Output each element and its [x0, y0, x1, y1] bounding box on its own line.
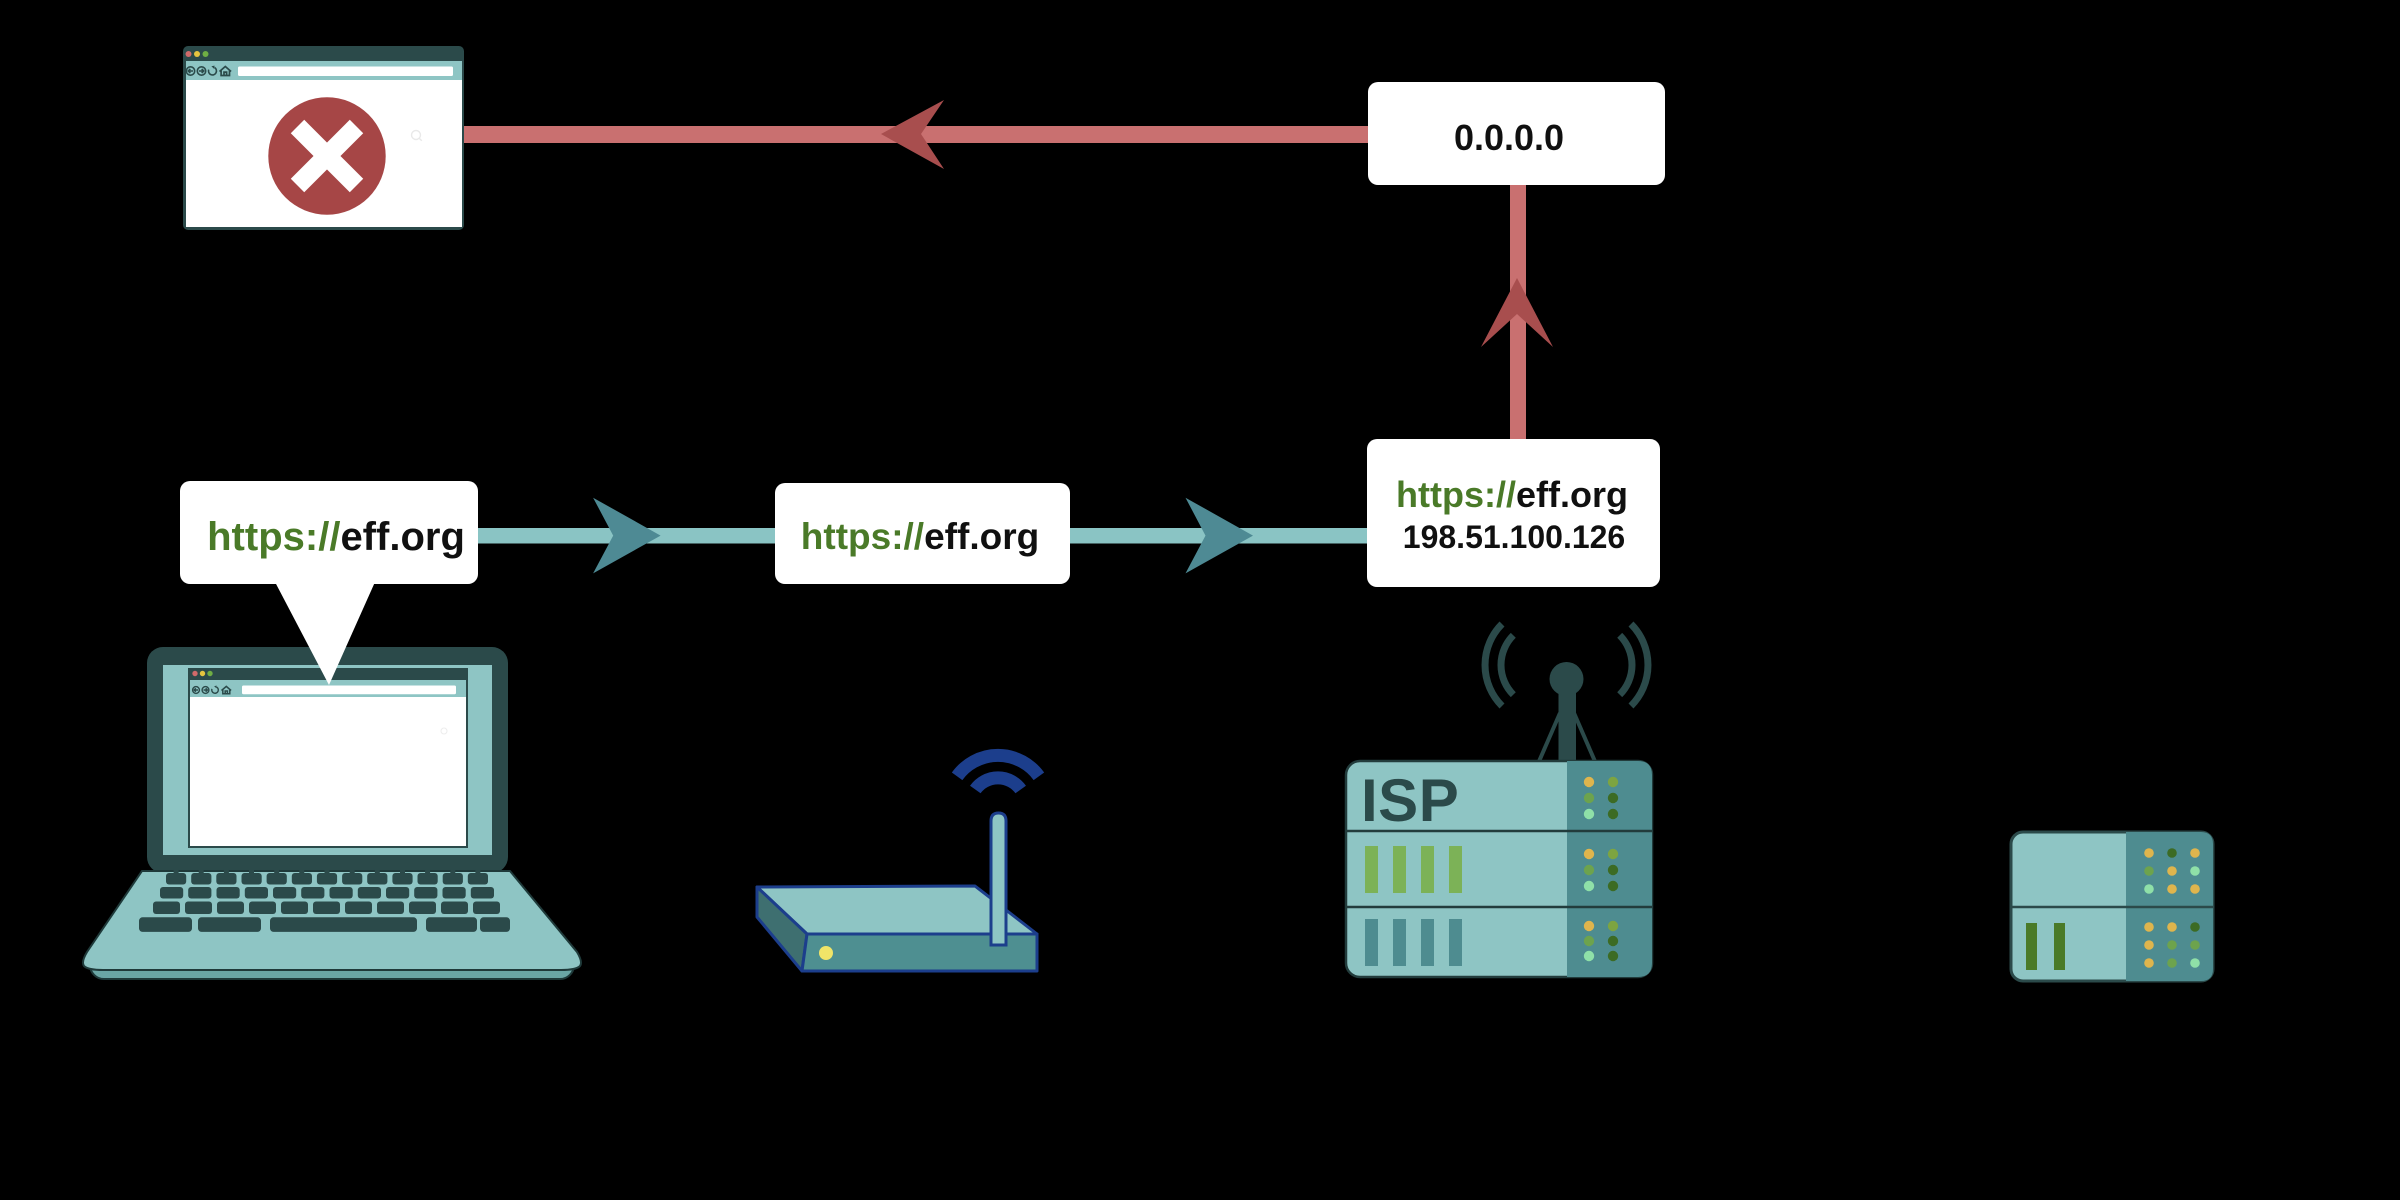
svg-text:https://eff.org: https://eff.org: [207, 515, 465, 559]
svg-text:https://eff.org: https://eff.org: [1396, 474, 1628, 515]
svg-text:198.51.100.126: 198.51.100.126: [1403, 519, 1625, 555]
svg-text:ISP: ISP: [1361, 767, 1459, 834]
svg-text:0.0.0.0: 0.0.0.0: [1454, 117, 1564, 158]
svg-text:https://eff.org: https://eff.org: [801, 516, 1039, 557]
